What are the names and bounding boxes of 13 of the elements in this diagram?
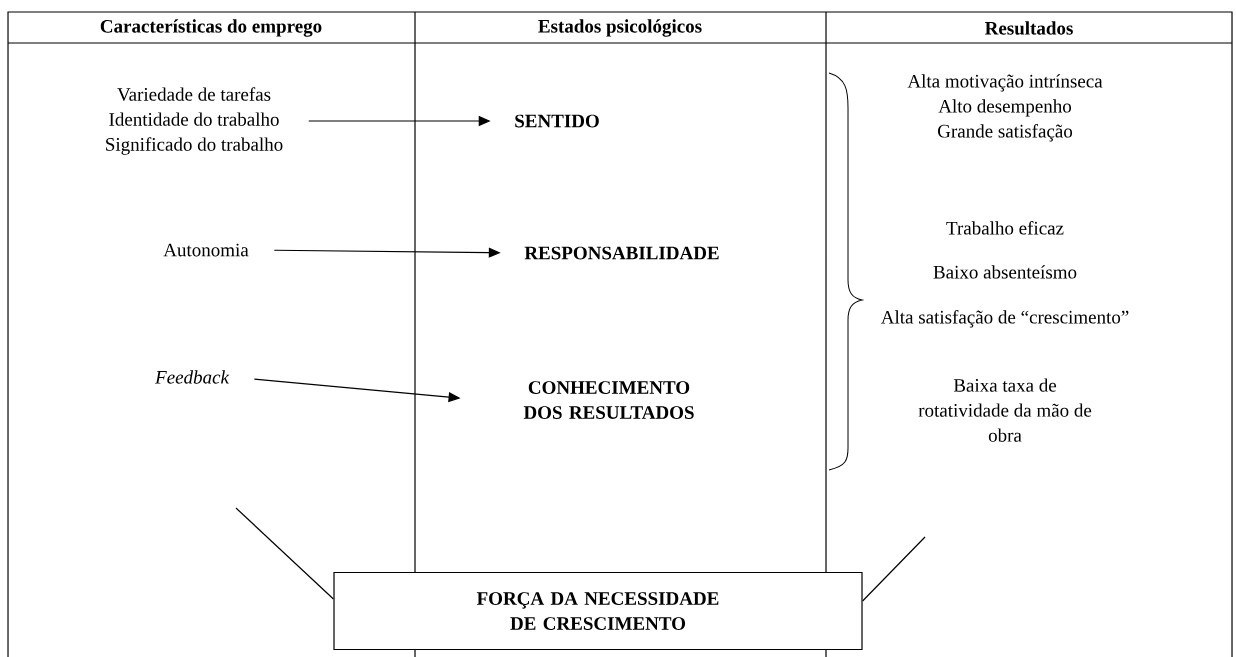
outcome-list: Alta motivação intrínseca Alto desempenho Grande satisfação Trabalho eficaz Baixo absenteísmo Alta satisfação de “crescimento” Baixa taxa de rotatividade da mão de obra — [880, 74, 1129, 442]
connector-line — [862, 536, 926, 602]
state-text: RESPONSABILIDADE — [524, 246, 719, 260]
connector-line — [235, 507, 334, 600]
characteristic-list: Variedade de tarefas Identidade do trabalho Significado do trabalho — [106, 87, 283, 155]
characteristic-text: Feedback — [155, 370, 230, 384]
column-header: Estados psicológicos — [538, 19, 702, 37]
column-header: Resultados — [985, 21, 1073, 35]
column-header: Características do emprego — [100, 19, 322, 37]
state-text: CONHECIMENTO DOS RESULTADOS — [523, 381, 694, 419]
characteristic-text: Autonomia — [163, 243, 249, 257]
moderator-box: FORÇA DA NECESSIDADE DE CRESCIMENTO — [333, 571, 863, 651]
state-text: SENTIDO — [515, 114, 599, 128]
